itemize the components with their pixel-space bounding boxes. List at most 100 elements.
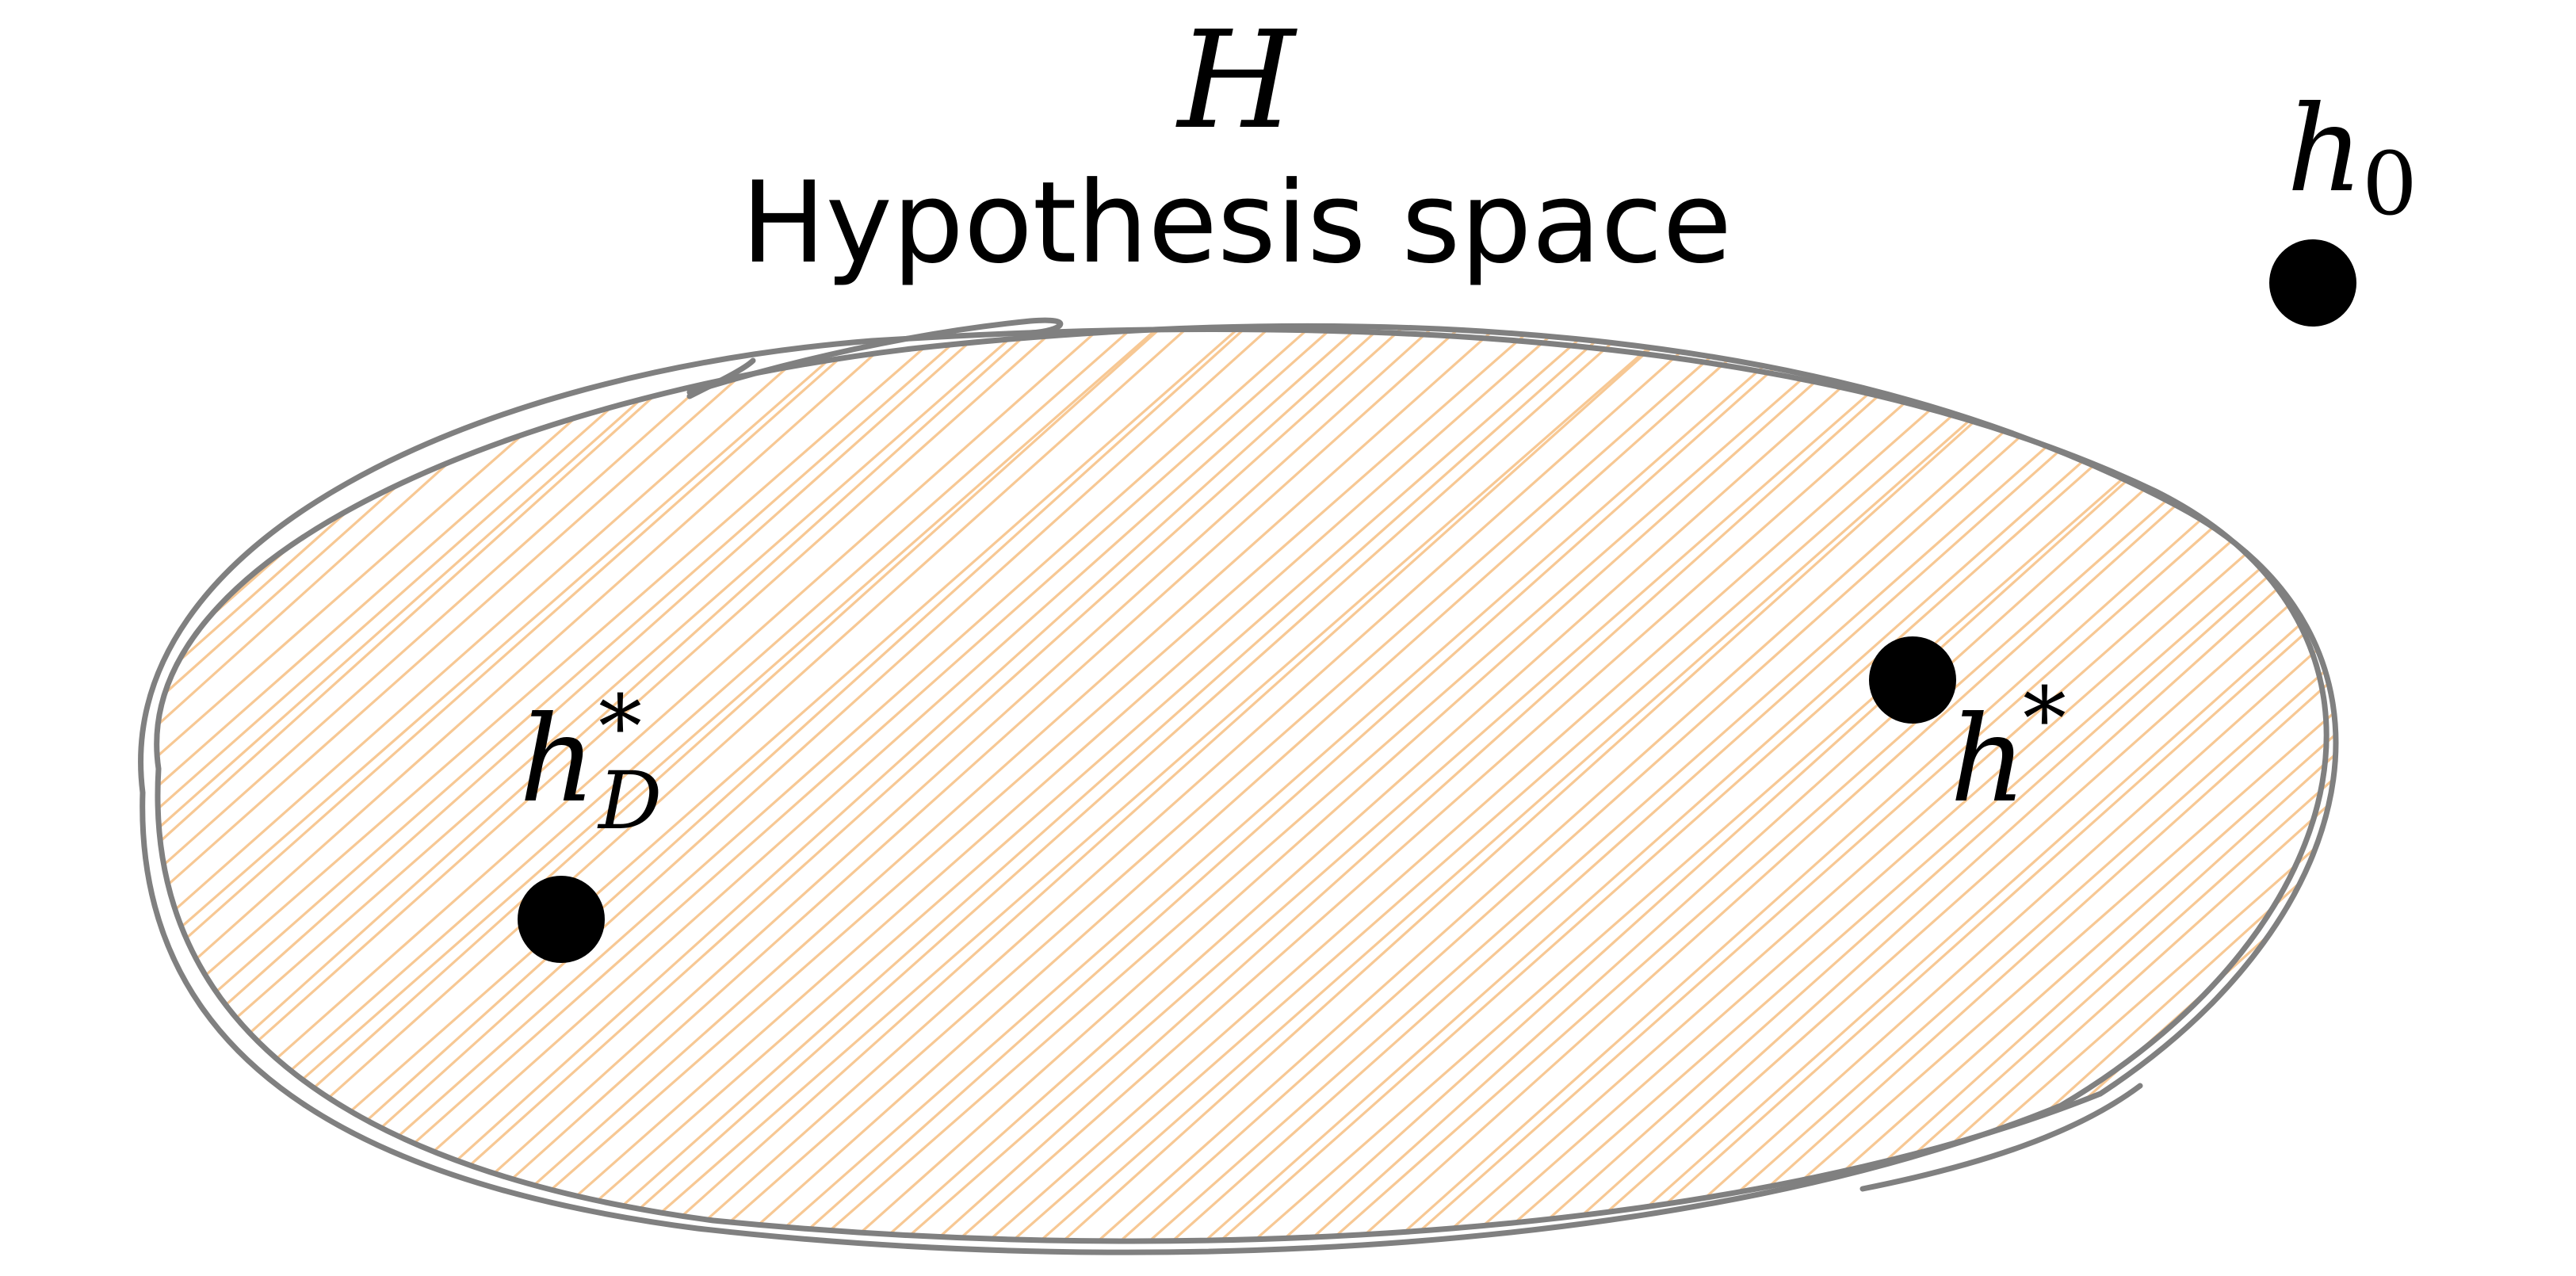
hatch-line bbox=[2025, 326, 2336, 1242]
hatch-line bbox=[319, 326, 1460, 1242]
label-h0: h 0 bbox=[2287, 81, 2417, 235]
hatch-line bbox=[156, 326, 368, 1242]
hatch-line bbox=[352, 326, 1490, 1242]
hatch-line bbox=[996, 326, 2136, 1242]
hatch-line bbox=[728, 326, 1878, 1242]
hatch-line bbox=[189, 326, 1327, 1242]
hatch-line bbox=[2539, 277, 2576, 1276]
hatch-line bbox=[615, 326, 1766, 1242]
label-h-d-star-base: h bbox=[519, 691, 596, 829]
hatch-line bbox=[404, 326, 1554, 1242]
hatch-line bbox=[0, 277, 101, 1276]
hatch-line bbox=[515, 326, 1669, 1242]
hatch-line bbox=[156, 326, 1081, 1242]
hatch-line bbox=[2154, 326, 2336, 1242]
hatch-line bbox=[156, 326, 204, 1242]
space-caption: Hypothesis space bbox=[741, 158, 1732, 288]
hatch-line bbox=[1397, 326, 2336, 1242]
outline-stroke-4 bbox=[686, 357, 756, 399]
hatch-line bbox=[156, 326, 787, 1242]
hatch-fill bbox=[0, 277, 2576, 1276]
hatch-line bbox=[483, 326, 1651, 1242]
hatch-line bbox=[2561, 277, 2576, 1276]
hatch-line bbox=[156, 326, 924, 1242]
hatch-line bbox=[156, 326, 174, 1242]
hatch-line bbox=[156, 326, 598, 1242]
hatch-line bbox=[944, 326, 2112, 1242]
hatch-line bbox=[266, 326, 1416, 1242]
hatch-line bbox=[1425, 326, 2336, 1242]
hatch-line bbox=[1800, 326, 2336, 1242]
label-h-d-star-subscript: D bbox=[597, 755, 662, 847]
hatch-line bbox=[640, 326, 1802, 1242]
label-h-star-superscript: * bbox=[2023, 668, 2066, 770]
hatch-line bbox=[972, 326, 2133, 1242]
hatch-line bbox=[156, 326, 891, 1242]
outline-stroke-3 bbox=[686, 317, 1064, 395]
hatch-line bbox=[156, 326, 1030, 1242]
hatch-line bbox=[784, 326, 1934, 1242]
hatch-line bbox=[1557, 326, 2336, 1242]
hatch-line bbox=[2405, 277, 2576, 1276]
hypothesis-space-outline bbox=[138, 317, 2339, 1255]
hatch-line bbox=[1291, 326, 2336, 1242]
hatch-line bbox=[156, 326, 932, 1242]
hatch-line bbox=[2214, 326, 2336, 1242]
hatch-line bbox=[2506, 277, 2576, 1276]
hatch-line bbox=[2315, 326, 2336, 1242]
label-h0-base: h bbox=[2287, 81, 2364, 219]
hatch-line bbox=[0, 277, 120, 1276]
label-h-d-star-superscript: * bbox=[598, 676, 642, 777]
hatch-line bbox=[156, 326, 1245, 1242]
hatch-line bbox=[536, 326, 1687, 1242]
hatch-line bbox=[212, 326, 1368, 1242]
hatch-line bbox=[1370, 326, 2336, 1242]
hatch-line bbox=[1185, 326, 2336, 1242]
hatch-line bbox=[1730, 326, 2336, 1242]
hatch-line bbox=[868, 326, 2012, 1242]
hatch-line bbox=[236, 326, 1390, 1242]
hatch-line bbox=[156, 326, 329, 1242]
hatch-line bbox=[156, 326, 962, 1242]
hatch-line bbox=[749, 326, 1920, 1242]
hatch-line bbox=[424, 326, 1592, 1242]
hatch-line bbox=[1152, 326, 2307, 1242]
hatch-line bbox=[1053, 326, 2200, 1242]
label-h0-subscript: 0 bbox=[2362, 133, 2417, 235]
hatch-line bbox=[1697, 326, 2336, 1242]
outline-stroke-5 bbox=[1859, 1083, 2143, 1192]
hatch-line bbox=[1590, 326, 2336, 1242]
hatch-line bbox=[2347, 277, 2576, 1276]
hatch-line bbox=[673, 326, 1822, 1242]
hatch-line bbox=[1993, 326, 2336, 1242]
label-h-star-base: h bbox=[1950, 691, 2027, 829]
point-h0 bbox=[2269, 239, 2356, 327]
hatch-line bbox=[2258, 326, 2336, 1242]
hatch-line bbox=[1487, 326, 2336, 1242]
hatch-line bbox=[376, 326, 1517, 1242]
hatch-line bbox=[2456, 277, 2576, 1276]
hatch-line bbox=[587, 326, 1732, 1242]
hatch-line bbox=[1137, 326, 2291, 1242]
point-h-star bbox=[1869, 636, 1956, 724]
hatch-line bbox=[300, 326, 1438, 1242]
hatch-line bbox=[1507, 326, 2336, 1242]
hatch-line bbox=[1642, 326, 2336, 1242]
point-h-d-star bbox=[518, 876, 605, 963]
hatch-line bbox=[156, 326, 703, 1242]
hatch-line bbox=[2427, 277, 2576, 1276]
hatch-line bbox=[2188, 326, 2336, 1242]
hatch-line bbox=[814, 326, 1966, 1242]
hatch-line bbox=[1457, 326, 2336, 1242]
hatch-line bbox=[2368, 277, 2576, 1276]
hatch-line bbox=[156, 326, 853, 1242]
hatch-line bbox=[156, 326, 824, 1242]
hatch-line bbox=[1615, 326, 2336, 1242]
hatch-line bbox=[156, 326, 304, 1242]
hatch-line bbox=[156, 326, 439, 1242]
hatch-line bbox=[156, 326, 780, 1242]
hatch-line bbox=[1542, 326, 2336, 1242]
hatch-line bbox=[156, 326, 258, 1242]
outline-stroke-2 bbox=[138, 326, 2329, 1255]
